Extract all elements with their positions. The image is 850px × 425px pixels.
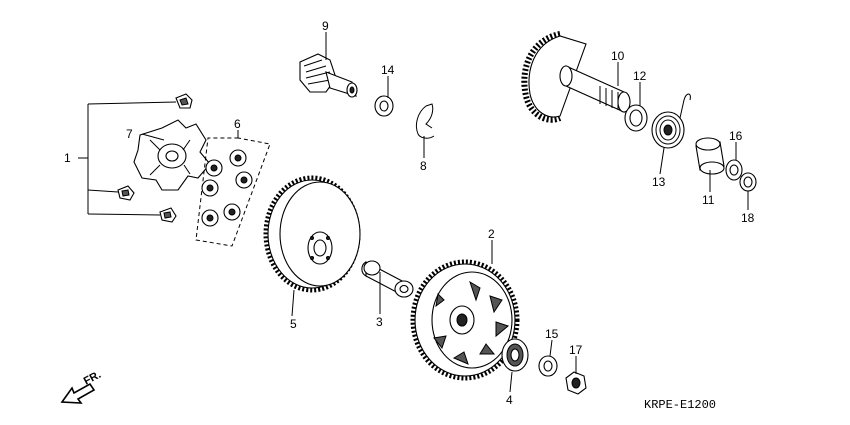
callout-12: 12 bbox=[633, 69, 647, 83]
callout-15: 15 bbox=[545, 327, 559, 341]
collar-part-11 bbox=[695, 137, 725, 175]
callout-8: 8 bbox=[420, 159, 427, 173]
front-direction-label: FR. bbox=[82, 369, 103, 388]
callout-4: 4 bbox=[506, 393, 513, 407]
callout-labels: 1 2 3 4 5 6 7 8 9 10 11 12 13 14 15 16 1… bbox=[64, 19, 755, 407]
diagram-code: KRPE-E1200 bbox=[644, 398, 716, 412]
callout-10: 10 bbox=[611, 49, 625, 63]
washer-part-12 bbox=[624, 104, 648, 132]
drive-face-part-5 bbox=[263, 175, 361, 293]
kick-pinion-part-9 bbox=[299, 53, 358, 98]
callout-13: 13 bbox=[652, 175, 666, 189]
nut-part-17 bbox=[565, 371, 587, 395]
leader-lines bbox=[141, 32, 749, 393]
washer-part-14 bbox=[374, 95, 394, 117]
clip-part-8 bbox=[415, 103, 435, 139]
callout-16: 16 bbox=[729, 129, 743, 143]
washer-part-15 bbox=[538, 355, 558, 377]
callout-17: 17 bbox=[569, 343, 583, 357]
callout-18: 18 bbox=[741, 211, 755, 225]
callout-1: 1 bbox=[64, 151, 71, 165]
weight-roller-set-part-6 bbox=[195, 130, 271, 247]
spring-part-13 bbox=[651, 93, 691, 149]
collar-part-3 bbox=[361, 260, 414, 298]
callout-5: 5 bbox=[290, 317, 297, 331]
callout-9: 9 bbox=[322, 19, 329, 33]
slider-piece-left bbox=[117, 185, 135, 201]
slider-piece-top bbox=[175, 93, 193, 109]
arrow-down-left-icon bbox=[60, 382, 96, 404]
front-direction-indicator: FR. bbox=[60, 369, 103, 404]
callout-bracket-1 bbox=[78, 101, 177, 216]
callout-14: 14 bbox=[381, 63, 395, 77]
bearing-part-4 bbox=[501, 338, 529, 372]
circlip-part-18 bbox=[739, 172, 757, 192]
callout-6: 6 bbox=[234, 117, 241, 131]
callout-3: 3 bbox=[376, 315, 383, 329]
movable-face-part-2 bbox=[410, 259, 520, 381]
callout-11: 11 bbox=[702, 193, 715, 207]
callout-2: 2 bbox=[488, 227, 495, 241]
callout-7: 7 bbox=[126, 127, 133, 141]
ramp-plate-part-7 bbox=[133, 119, 211, 191]
slider-piece-bottom bbox=[159, 207, 177, 223]
kick-spindle-part-10 bbox=[521, 31, 631, 123]
washer-part-16 bbox=[725, 159, 743, 181]
